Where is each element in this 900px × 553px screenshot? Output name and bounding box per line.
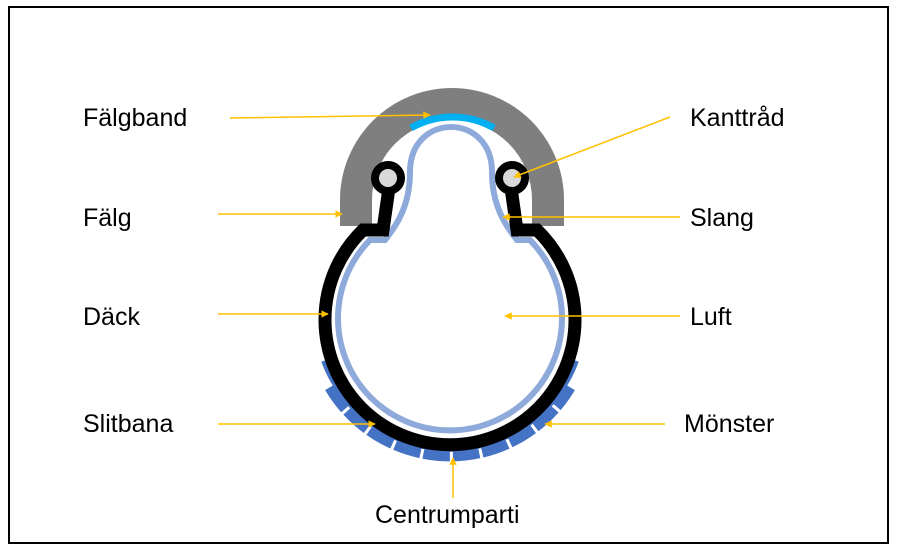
arrow-kanttrad <box>513 116 671 179</box>
rim <box>340 88 564 226</box>
label-luft: Luft <box>690 303 732 331</box>
label-slitbana: Slitbana <box>83 410 174 438</box>
diagram-frame <box>8 6 889 544</box>
tread <box>325 381 575 462</box>
bead-right <box>495 161 529 195</box>
tire <box>318 187 582 452</box>
label-centrumparti: Centrumparti <box>375 501 520 529</box>
label-kanttrad: Kanttråd <box>690 104 785 132</box>
arrow-falgband <box>229 111 431 119</box>
rim-tape <box>409 113 496 132</box>
label-falg: Fälg <box>83 204 132 232</box>
label-monster: Mönster <box>684 410 775 438</box>
label-falgband: Fälgband <box>83 104 188 132</box>
label-slang: Slang <box>690 204 754 232</box>
bead-left <box>371 161 405 195</box>
inner-tube <box>335 124 565 434</box>
label-dack: Däck <box>83 303 140 331</box>
